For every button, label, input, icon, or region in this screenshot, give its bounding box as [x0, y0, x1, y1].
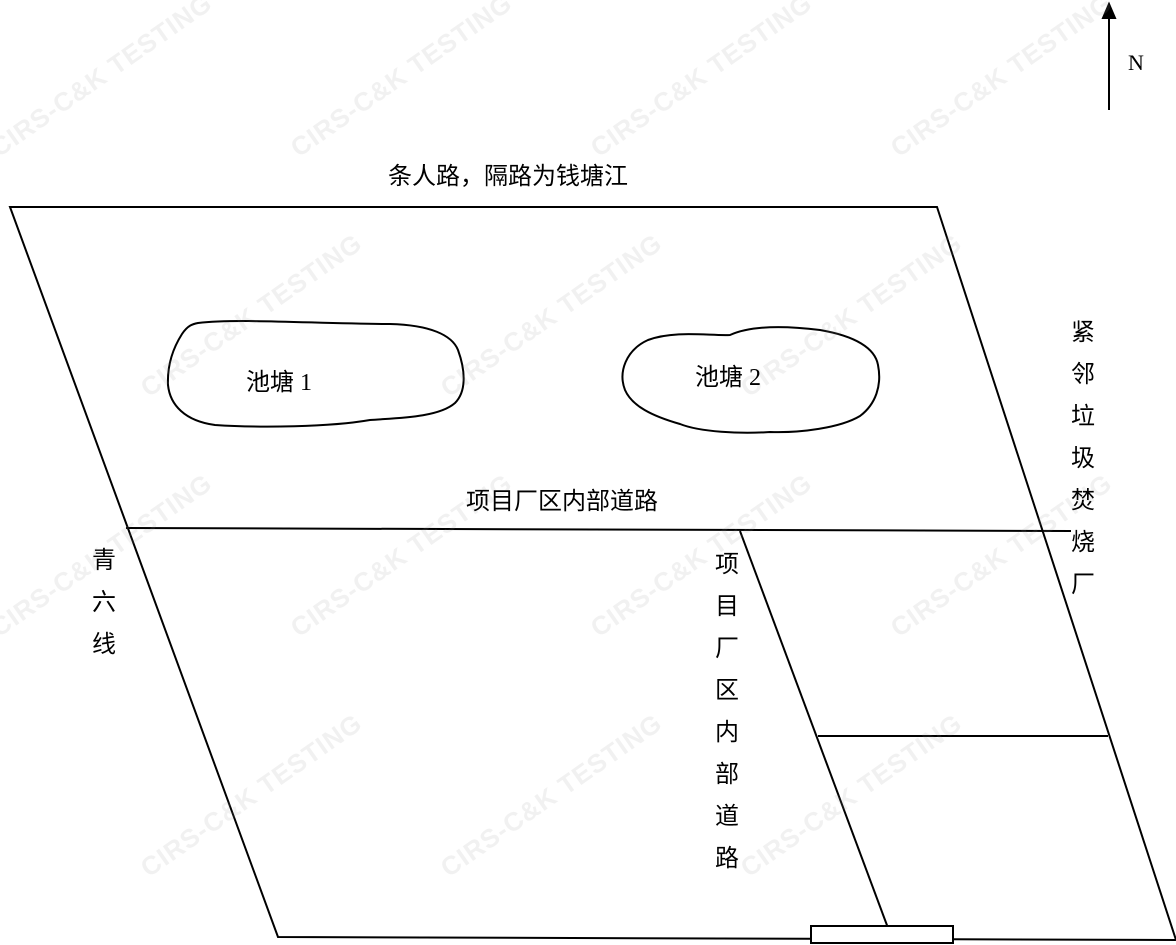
inner-road-horizontal-label: 项目厂区内部道路 — [466, 489, 658, 515]
inner-road-vertical-line — [739, 530, 889, 929]
inner-road-horizontal-line — [125, 527, 1072, 532]
north-arrow-head — [1101, 1, 1117, 19]
top-road-label: 条人路，隔路为钱塘江 — [388, 164, 628, 190]
pond-2-label: 池塘 2 — [695, 365, 761, 391]
inner-road-vertical-label: 项目厂区内部道路 — [715, 552, 739, 872]
pond-2-outline — [621, 326, 881, 434]
pond-1-label: 池塘 1 — [246, 370, 312, 396]
west-road-label: 青六线 — [92, 548, 116, 658]
east-neighbor-label: 紧邻垃圾焚烧厂 — [1071, 320, 1095, 598]
site-gate — [810, 925, 954, 944]
pond-1-outline — [166, 320, 465, 428]
site-boundary — [8, 206, 1176, 942]
north-label: N — [1128, 50, 1144, 75]
